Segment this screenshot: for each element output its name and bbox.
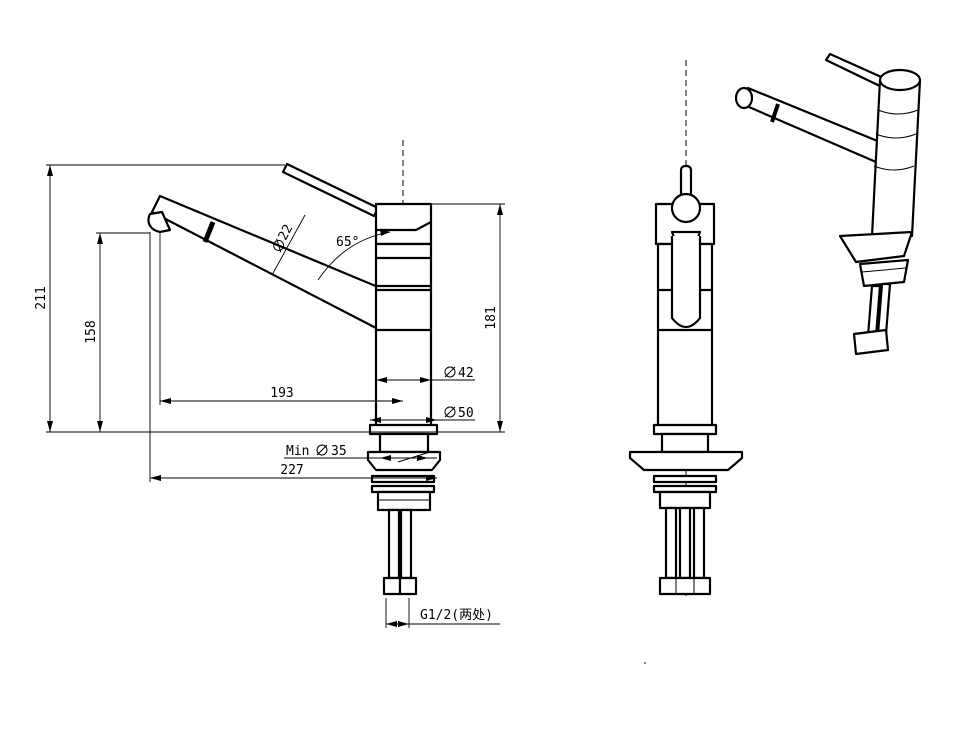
iso-lever [824, 52, 890, 90]
fitting-right [398, 576, 418, 596]
dim-50-label: 50 [458, 406, 474, 421]
base-collar [378, 432, 430, 454]
iso-nut [858, 258, 910, 288]
side-hose [692, 506, 706, 580]
iso-bracket [838, 230, 914, 264]
front-view: 211 158 181 193 227 22 [34, 140, 505, 628]
spout-ring [202, 221, 216, 243]
side-base-plate [652, 423, 718, 436]
side-view [628, 60, 744, 600]
side-bracket [628, 450, 744, 472]
hose-right [399, 508, 413, 580]
side-collar [660, 432, 710, 454]
dim-line-22 [271, 214, 306, 276]
dim-227-label: 227 [280, 463, 303, 478]
side-fittings [658, 576, 712, 596]
dim-42-group: 42 [444, 366, 474, 381]
iso-ring [770, 103, 780, 123]
nut [376, 490, 432, 512]
thread-label: G1/2(两处) [420, 608, 493, 623]
body-column [374, 242, 433, 432]
dim-158-label: 158 [84, 320, 99, 343]
side-hose [664, 506, 678, 580]
mount-bracket [366, 450, 442, 472]
side-spout [670, 236, 702, 329]
iso-fittings [852, 328, 890, 356]
angle-label: 65° [336, 235, 359, 250]
dim-181-label: 181 [484, 306, 499, 329]
handle-lever [281, 162, 380, 218]
hose-left [387, 508, 401, 580]
side-lever-knob [670, 192, 702, 224]
iso-view [734, 52, 922, 356]
iso-spout [740, 86, 882, 164]
iso-body [870, 78, 922, 238]
speck [644, 662, 646, 664]
fitting-left [382, 576, 402, 596]
side-washer [652, 474, 718, 484]
spout-nozzle [147, 210, 172, 234]
washer [370, 474, 436, 484]
dim-35-prefix: Min [286, 444, 309, 459]
dim-193-label: 193 [270, 386, 293, 401]
dim-50-group: 50 [444, 406, 474, 421]
dim-22-label: 22 [276, 222, 297, 243]
dim-35-group: Min 35 [286, 444, 347, 459]
side-nut [658, 490, 712, 510]
base-plate [368, 423, 439, 436]
iso-nozzle [734, 86, 754, 110]
bracket-detail [397, 451, 431, 463]
dim-42-label: 42 [458, 366, 474, 381]
spout-tube [150, 194, 380, 330]
head-detail [376, 221, 432, 232]
side-hose [678, 506, 692, 580]
dim-211-label: 211 [34, 286, 49, 309]
dim-35-label: 35 [331, 444, 347, 459]
iso-top [878, 68, 922, 92]
dim-22-group: 22 [273, 222, 297, 253]
